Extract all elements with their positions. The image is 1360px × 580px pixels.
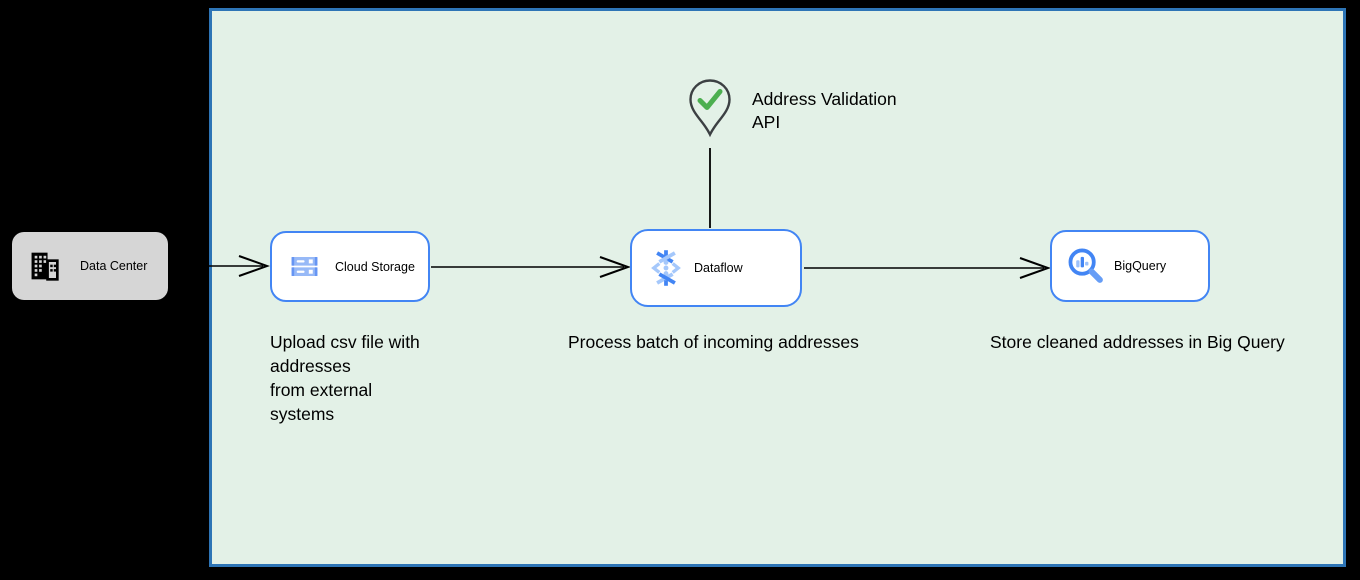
node-dataflow[interactable]: Dataflow bbox=[630, 229, 802, 307]
node-data-center[interactable]: Data Center bbox=[12, 232, 168, 300]
caption-cloud-storage: Upload csv file with addresses from exte… bbox=[270, 332, 420, 424]
bigquery-icon bbox=[1066, 246, 1106, 286]
node-label: Cloud Storage bbox=[335, 259, 415, 274]
node-bigquery[interactable]: BigQuery bbox=[1050, 230, 1210, 302]
dataflow-icon bbox=[646, 248, 686, 288]
building-icon bbox=[28, 250, 60, 282]
annotation-address-validation-api: Address Validation API bbox=[752, 89, 897, 132]
node-cloud-storage[interactable]: Cloud Storage bbox=[270, 231, 430, 302]
node-label: Dataflow bbox=[694, 261, 743, 275]
node-label: BigQuery bbox=[1114, 259, 1167, 273]
caption-dataflow: Process batch of incoming addresses bbox=[568, 332, 859, 352]
map-pin-check-icon bbox=[686, 78, 734, 147]
caption-bigquery: Store cleaned addresses in Big Query bbox=[990, 332, 1285, 352]
node-label: Data Center bbox=[80, 259, 148, 273]
cloud-storage-icon bbox=[289, 251, 320, 282]
